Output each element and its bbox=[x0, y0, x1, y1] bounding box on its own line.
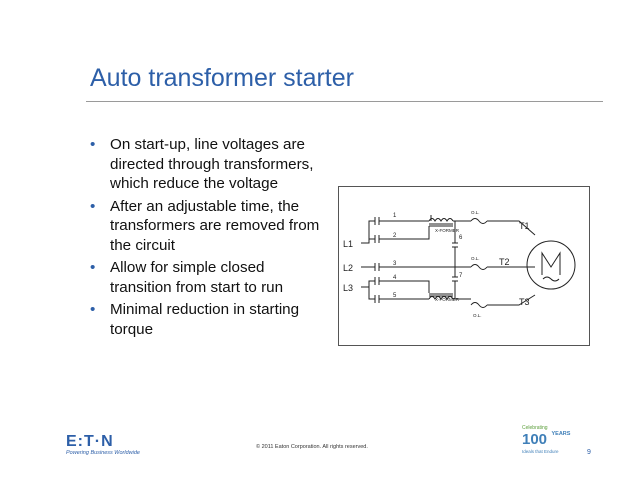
title-divider bbox=[86, 101, 603, 102]
line-label-l3: L3 bbox=[343, 283, 353, 293]
anniversary-celebrating: Celebrating bbox=[522, 425, 548, 431]
contact-label-3: 3 bbox=[393, 261, 397, 267]
terminal-label-t1: T1 bbox=[519, 221, 530, 231]
anniversary-number: 100 bbox=[522, 431, 548, 448]
bullet-icon: • bbox=[90, 301, 96, 318]
bullet-text: After an adjustable time, the transforme… bbox=[110, 197, 320, 254]
bullet-text: Allow for simple closed transition from … bbox=[110, 259, 284, 296]
contact-label-1: 1 bbox=[393, 213, 397, 219]
logo-wordmark: E:T·N bbox=[66, 433, 114, 450]
terminal-label-t2: T2 bbox=[499, 257, 510, 267]
bullet-item: • Minimal reduction in starting torque bbox=[90, 300, 330, 339]
anniversary-motto: Ideals that Endure bbox=[522, 449, 559, 454]
contact-label-7: 7 bbox=[459, 273, 463, 279]
bullet-item: • After an adjustable time, the transform… bbox=[90, 197, 330, 256]
page-number: 9 bbox=[587, 449, 591, 456]
bullet-list: • On start-up, line voltages are directed… bbox=[90, 135, 330, 342]
overload-label-2: O.L. bbox=[471, 256, 480, 261]
contact-label-6: 6 bbox=[459, 235, 463, 241]
line-label-l2: L2 bbox=[343, 263, 353, 273]
bullet-icon: • bbox=[90, 136, 96, 153]
transformer-label-lower: X-FORMER bbox=[435, 297, 460, 302]
anniversary-years: YEARS bbox=[551, 431, 571, 437]
transformer-label-upper: X-FORMER bbox=[435, 228, 460, 233]
terminal-label-t3: T3 bbox=[519, 297, 530, 307]
contact-label-2: 2 bbox=[393, 233, 397, 239]
anniversary-badge: Celebrating 100 YEARS Ideals that Endure bbox=[522, 425, 574, 454]
logo-tagline: Powering Business Worldwide bbox=[66, 450, 140, 456]
line-label-l1: L1 bbox=[343, 239, 353, 249]
contact-label-5: 5 bbox=[393, 293, 397, 299]
bullet-item: • On start-up, line voltages are directed… bbox=[90, 135, 330, 194]
eaton-logo: E:T·N Powering Business Worldwide bbox=[66, 433, 140, 456]
slide-title: Auto transformer starter bbox=[90, 64, 354, 92]
bullet-text: On start-up, line voltages are directed … bbox=[110, 136, 314, 192]
circuit-diagram: L1 L2 L3 T1 T2 T3 1 2 3 4 5 6 7 O.L. O.L… bbox=[338, 186, 590, 346]
bullet-item: • Allow for simple closed transition from… bbox=[90, 258, 330, 297]
bullet-icon: • bbox=[90, 197, 96, 215]
circuit-diagram-svg: L1 L2 L3 T1 T2 T3 1 2 3 4 5 6 7 O.L. O.L… bbox=[343, 210, 576, 318]
copyright-text: © 2011 Eaton Corporation. All rights res… bbox=[256, 444, 368, 450]
bullet-icon: • bbox=[90, 259, 96, 276]
bullet-text: Minimal reduction in starting torque bbox=[110, 301, 300, 338]
overload-label-3: O.L. bbox=[473, 313, 482, 318]
contact-label-4: 4 bbox=[393, 275, 397, 281]
overload-label-1: O.L. bbox=[471, 210, 480, 215]
